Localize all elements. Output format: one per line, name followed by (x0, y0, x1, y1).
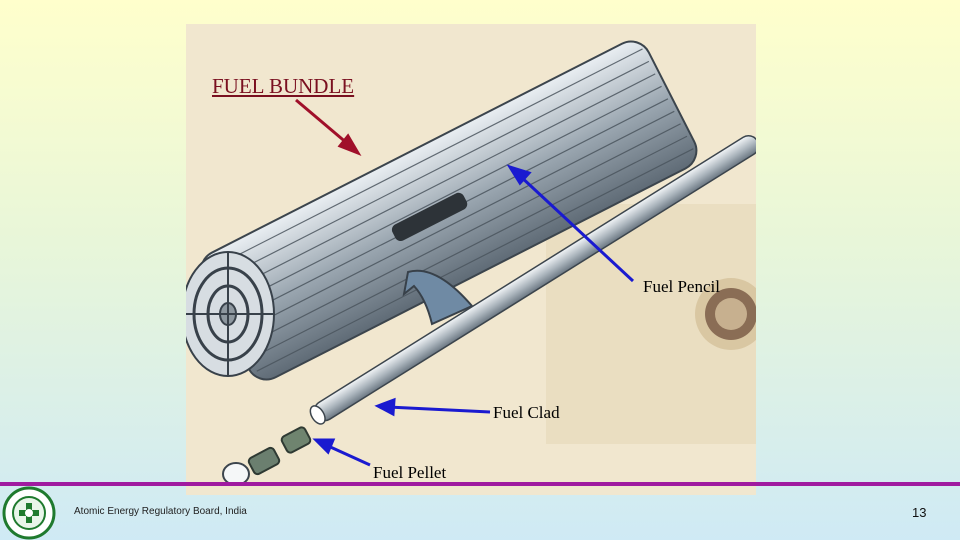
page-number: 13 (912, 505, 927, 520)
footer-divider (0, 482, 960, 486)
fuel-bundle-illustration (186, 24, 756, 495)
fuel-pellet-label: Fuel Pellet (373, 463, 447, 482)
bundle-body (200, 40, 698, 381)
fuel-pellets (222, 426, 312, 486)
fuel-tube (309, 134, 756, 425)
bundle-arrow (295, 98, 362, 156)
organization-name: Atomic Energy Regulatory Board, India (74, 506, 247, 517)
fuel-bundle-label: FUEL BUNDLE (212, 74, 355, 98)
pencil-arrow (506, 164, 635, 283)
fuel-pencil-label: Fuel Pencil (643, 277, 720, 296)
pellet-arrow (312, 438, 371, 467)
fuel-clad-label: Fuel Clad (493, 403, 560, 422)
aerb-logo-icon (2, 486, 56, 540)
fuel-bundle-drawing (186, 24, 756, 495)
bundle-end-plate (186, 251, 275, 377)
clad-arrow (374, 397, 491, 417)
